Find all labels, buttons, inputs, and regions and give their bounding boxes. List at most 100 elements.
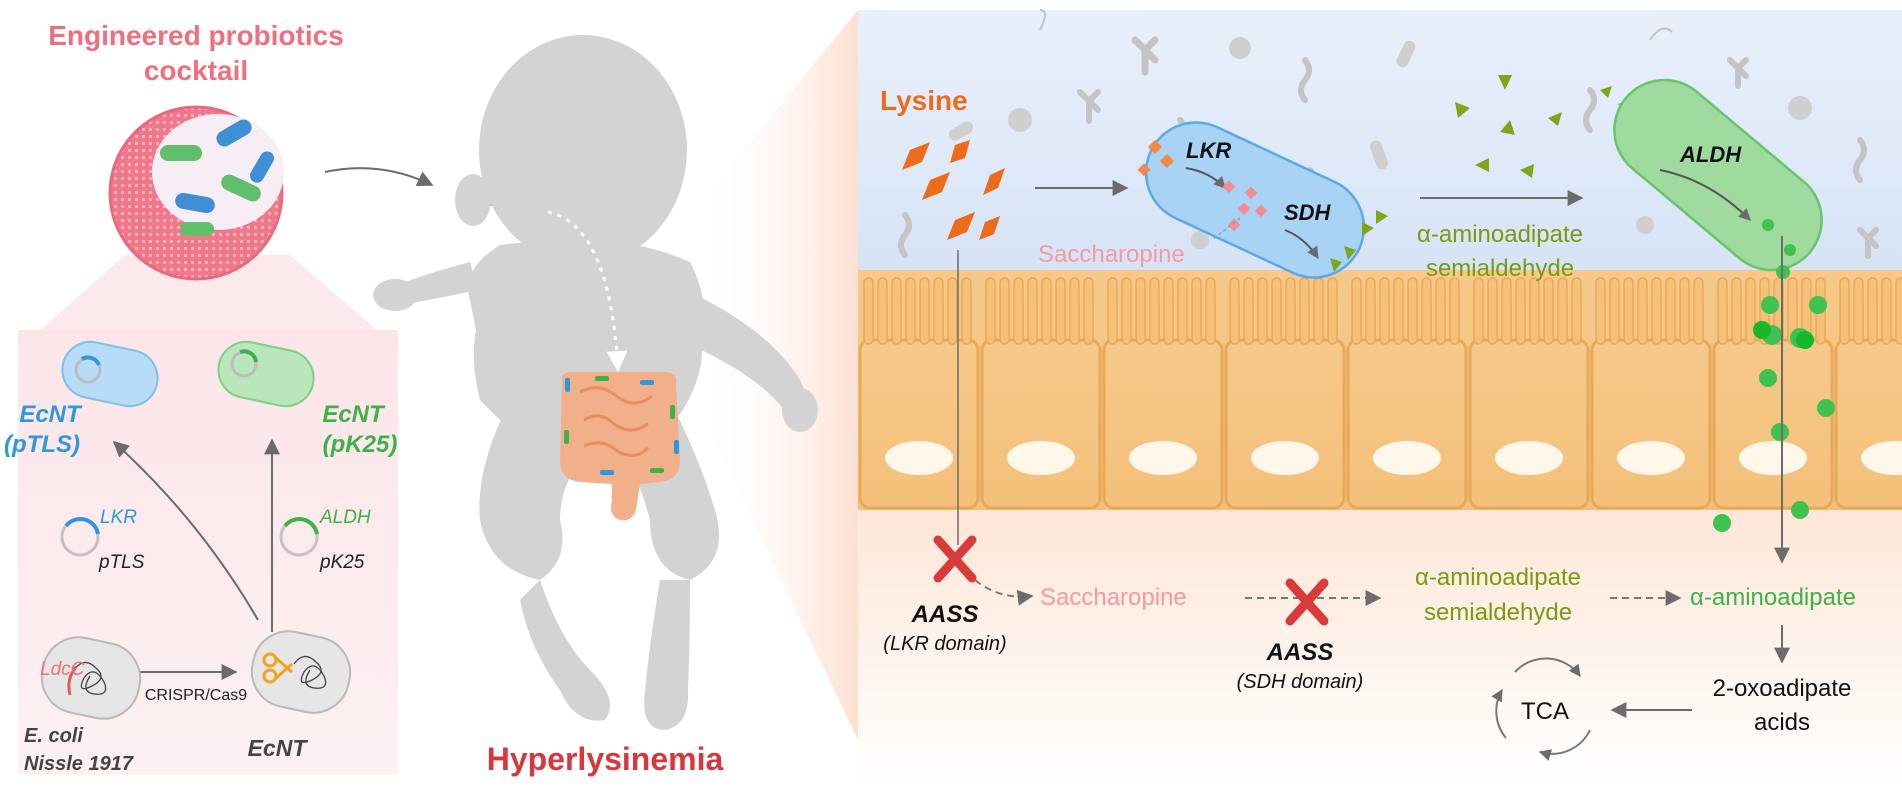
microvillus [1055, 277, 1066, 345]
microvillus [1205, 277, 1216, 345]
microvillus [1515, 277, 1526, 345]
edited-strain-name: EcNT [248, 735, 309, 761]
aass-lkr-block-icon [933, 535, 977, 583]
microvillus [1083, 277, 1094, 345]
cell-nucleus [1495, 441, 1563, 475]
cell-nucleus [885, 441, 953, 475]
microvillus [1665, 277, 1676, 345]
cell-nucleus [1617, 441, 1685, 475]
microvillus [1881, 277, 1892, 345]
cell-nucleus [1861, 441, 1902, 475]
strain-ecnt-ptls-cell [61, 340, 159, 408]
epithelial-cell [1590, 338, 1712, 510]
arrow-lkr [1185, 167, 1226, 189]
microvillus [877, 277, 888, 345]
host-tissue-background [858, 500, 1902, 787]
epithelial-cell [1346, 338, 1468, 510]
cell-nucleus [1251, 441, 1319, 475]
microvillus [863, 277, 874, 345]
microvillus [1449, 277, 1460, 345]
lumen-semialdehyde-line2: semialdehyde [1426, 255, 1574, 282]
plasmid-ptls-icon [60, 517, 100, 557]
arrow-to-host-saccharopine [974, 579, 1034, 606]
epithelial-cell [1834, 338, 1902, 510]
ptls-bacterium [1144, 121, 1366, 279]
microvillus [1351, 277, 1362, 345]
intestinal-epithelium [858, 270, 1902, 510]
microvillus [1327, 277, 1338, 345]
microvillus [905, 277, 916, 345]
microvillus [1285, 277, 1296, 345]
microvillus [1027, 277, 1038, 345]
microvillus [1107, 277, 1118, 345]
lysine-label: Lysine [880, 85, 968, 116]
microvillus [1637, 277, 1648, 345]
zoom-cone [18, 255, 400, 350]
ecoli-nissle-cell [40, 636, 142, 720]
ldcc-gene: LdcC [40, 659, 85, 680]
scissors-icon [262, 652, 293, 684]
microvillus [1149, 277, 1160, 345]
microvillus [1069, 277, 1080, 345]
microvillus [999, 277, 1010, 345]
host-aminoadipate: α-aminoadipate [1690, 584, 1856, 611]
lysine-in-cell [1137, 139, 1175, 177]
disease-label: Hyperlysinemia [487, 741, 724, 777]
infant-silhouette [373, 35, 818, 730]
microvillus [1121, 277, 1132, 345]
microvillus [1557, 277, 1568, 345]
microvillus [1257, 277, 1268, 345]
ecnt-cell [250, 630, 352, 714]
intestine-icon [560, 372, 680, 521]
plasmid-ptls-gene: LKR [100, 507, 137, 528]
microvillus [1191, 277, 1202, 345]
aminoadipate-molecules-dark [1753, 321, 1814, 349]
aldh-enzyme: ALDH [1679, 142, 1742, 167]
microvillus [1271, 277, 1282, 345]
microvillus [1529, 277, 1540, 345]
microvillus [1365, 277, 1376, 345]
microvillus [1135, 277, 1146, 345]
microvillus [1041, 277, 1052, 345]
microvillus [1717, 277, 1728, 345]
microvillus [1393, 277, 1404, 345]
host-saccharopine: Saccharopine [1040, 584, 1187, 611]
epithelial-cell [1224, 338, 1346, 510]
tca-cycle-icon [1491, 657, 1591, 761]
microvillus [1839, 277, 1850, 345]
microvillus [1313, 277, 1324, 345]
microvillus [985, 277, 996, 345]
microvillus [1421, 277, 1432, 345]
plasmid-pk25-gene: ALDH [319, 507, 371, 528]
microvillus [1379, 277, 1390, 345]
plasmid-ptls-name: pTLS [98, 552, 145, 573]
microvillus [1679, 277, 1690, 345]
microvillus [1543, 277, 1554, 345]
epithelial-cell [1468, 338, 1590, 510]
microvillus [947, 277, 958, 345]
microvillus [1299, 277, 1310, 345]
aass-lkr-label: AASS [911, 601, 979, 628]
oxoadipate-line1: 2-oxoadipate [1713, 675, 1852, 702]
wild-strain-line1: E. coli [24, 725, 83, 747]
aass-lkr-domain: (LKR domain) [883, 633, 1006, 655]
oxoadipate-line2: acids [1754, 709, 1810, 736]
epithelial-cell [858, 338, 980, 510]
host-semialdehyde-line2: semialdehyde [1424, 599, 1572, 626]
cell-nucleus [1739, 441, 1807, 475]
wild-strain-line2: Nissle 1917 [24, 753, 134, 775]
microvillus [1651, 277, 1662, 345]
microvillus [961, 277, 972, 345]
epithelial-cell [1102, 338, 1224, 510]
plasmid-pk25-name: pK25 [319, 552, 365, 573]
lumen-semialdehyde-line1: α-aminoadipate [1417, 221, 1583, 248]
cell-nucleus [1007, 441, 1075, 475]
microvillus [1571, 277, 1582, 345]
aass-sdh-block-icon [1285, 578, 1329, 626]
strain-green-plasmid: (pK25) [323, 431, 398, 458]
strain-ecnt-pk25-cell [217, 340, 315, 408]
microvillus [933, 277, 944, 345]
microvillus [1501, 277, 1512, 345]
sdh-enzyme: SDH [1284, 200, 1332, 225]
microvillus [1595, 277, 1606, 345]
